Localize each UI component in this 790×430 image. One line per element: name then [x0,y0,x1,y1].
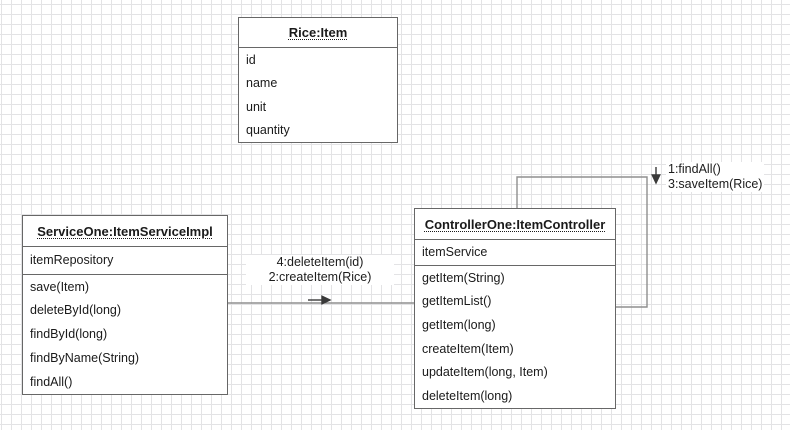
uml-method: getItemList() [422,294,492,309]
uml-object-serviceone[interactable]: ServiceOne:ItemServiceImpl itemRepositor… [22,215,228,395]
uml-object-title-text: Rice:Item [288,25,348,40]
uml-attributes-section: itemRepository [23,246,227,274]
uml-method: findByName(String) [30,351,140,366]
uml-method: getItem(long) [422,318,496,332]
uml-method: getItem(String) [422,270,505,285]
uml-methods-section: save(Item) deleteById(long) findById(lon… [23,273,227,394]
uml-methods-section: getItem(String) getItemList() getItem(lo… [415,264,615,408]
uml-method: updateItem(long, Item) [422,365,548,380]
edge-label-controller-self-loop[interactable]: 1:findAll() 3:saveItem(Rice) [666,162,765,192]
uml-attributes-section: id name unit quantity [239,47,397,142]
edge-label-line: 1:findAll() [668,162,721,176]
edge-label-line: 3:saveItem(Rice) [668,177,763,191]
uml-method: deleteItem(long) [422,389,513,404]
uml-attribute: itemRepository [30,253,114,268]
uml-object-rice-item[interactable]: Rice:Item id name unit quantity [238,17,398,143]
edge-label-line: 4:deleteItem(id) [276,255,364,269]
uml-attribute: id [246,52,256,67]
uml-object-controllerone[interactable]: ControllerOne:ItemController itemService… [414,208,616,409]
uml-object-title: ServiceOne:ItemServiceImpl [23,216,227,246]
uml-object-title-text: ControllerOne:ItemController [424,216,606,232]
uml-method: findById(long) [30,327,108,342]
uml-attribute: quantity [246,123,290,138]
uml-attribute: name [246,76,278,91]
uml-object-title: Rice:Item [239,18,397,47]
uml-method: deleteById(long) [30,303,122,318]
direction-arrow-down-icon [651,167,661,185]
direction-arrow-right-icon [308,295,332,305]
uml-method: findAll() [30,375,73,390]
uml-attribute: itemService [422,245,488,260]
uml-attributes-section: itemService [415,239,615,265]
uml-object-title-text: ServiceOne:ItemServiceImpl [37,223,213,239]
edge-label-service-to-controller[interactable]: 4:deleteItem(id) 2:createItem(Rice) [246,255,394,285]
uml-method: save(Item) [30,279,90,294]
uml-object-title: ControllerOne:ItemController [415,209,615,239]
uml-attribute: unit [246,99,267,114]
uml-method: createItem(Item) [422,341,514,356]
edge-label-line: 2:createItem(Rice) [268,270,372,284]
